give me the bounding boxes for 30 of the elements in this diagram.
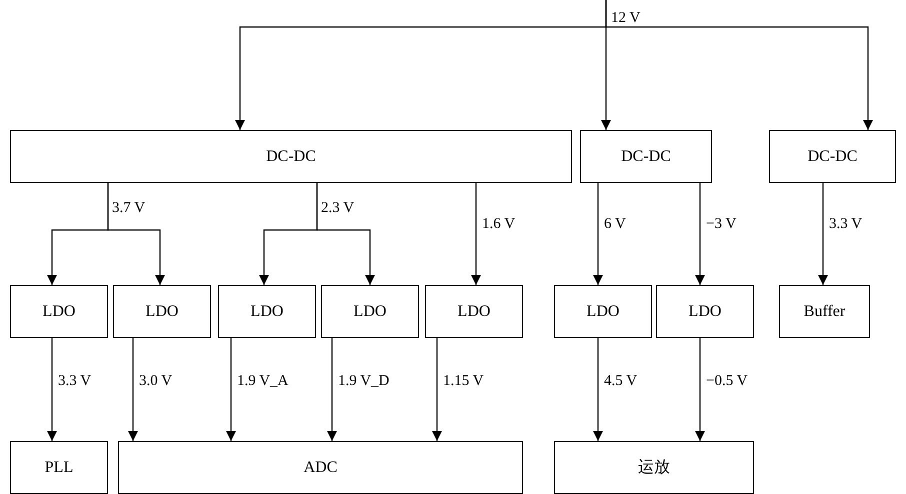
block-box: ADC: [118, 441, 523, 494]
arrow: [471, 183, 481, 285]
edge-label: 1.9 V_D: [336, 373, 392, 389]
arrow: [593, 183, 603, 285]
arrow: [128, 338, 138, 441]
block-box: DC-DC: [580, 130, 712, 183]
arrow: [316, 183, 375, 285]
block-box: LDO: [425, 285, 523, 338]
block-box: PLL: [10, 441, 108, 494]
arrow: [695, 338, 705, 441]
arrow: [593, 338, 603, 441]
arrow: [818, 183, 828, 285]
block-box: Buffer: [779, 285, 870, 338]
arrow: [432, 338, 442, 441]
arrow: [605, 0, 873, 130]
arrow: [47, 338, 57, 441]
arrow: [327, 338, 337, 441]
arrow: [226, 338, 236, 441]
block-box: LDO: [10, 285, 108, 338]
arrow: [107, 183, 165, 285]
block-box: DC-DC: [769, 130, 896, 183]
block-box: LDO: [113, 285, 211, 338]
arrow: [695, 183, 705, 285]
block-box: LDO: [218, 285, 316, 338]
block-box: LDO: [321, 285, 419, 338]
block-box: LDO: [656, 285, 754, 338]
block-box: 运放: [554, 441, 754, 494]
block-box: DC-DC: [10, 130, 572, 183]
edge-label: 1.9 V_A: [235, 373, 290, 389]
block-box: LDO: [554, 285, 652, 338]
